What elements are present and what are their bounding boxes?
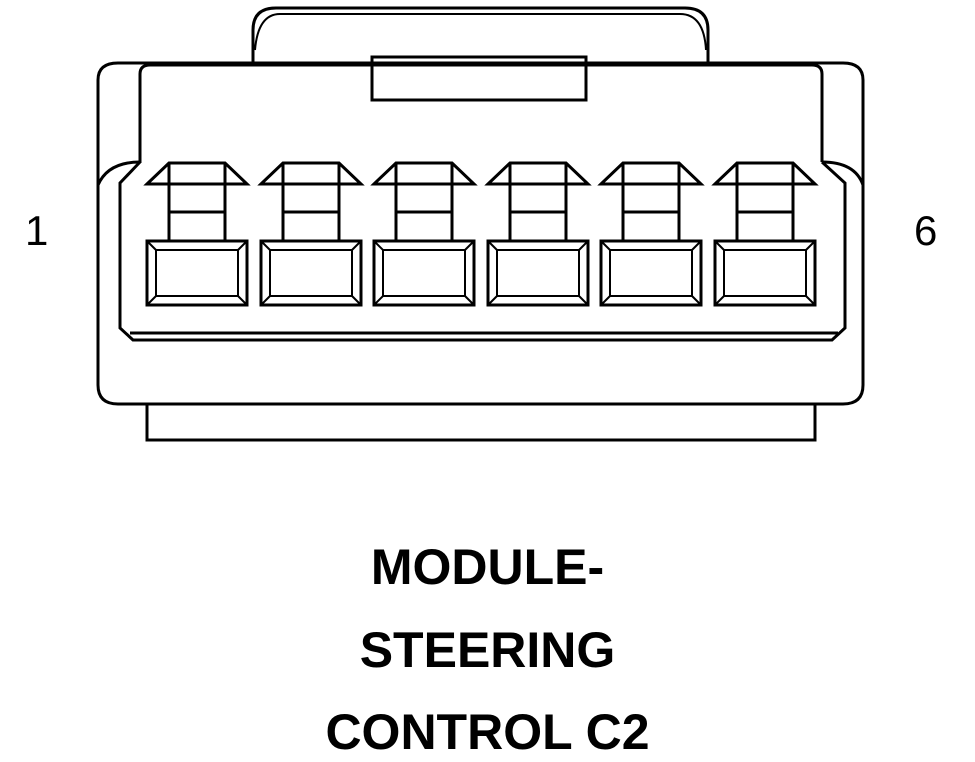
connector-title-line-3: CONTROL C2	[325, 704, 650, 760]
terminal-5	[597, 161, 705, 307]
terminal-2	[257, 161, 365, 307]
terminal-1	[143, 161, 251, 307]
connector-title-line-1: MODULE-	[370, 539, 605, 595]
pin-label-1: 1	[25, 207, 49, 254]
bottom-skirt	[145, 404, 817, 442]
terminal-3	[370, 161, 478, 307]
connector-title-line-2: STEERING	[359, 622, 616, 678]
outer-shell	[96, 61, 865, 406]
cavity-frame	[118, 160, 847, 342]
terminal-6	[711, 161, 819, 307]
pin-label-6: 6	[914, 207, 938, 254]
terminal-4	[484, 161, 592, 307]
connector-diagram	[96, 6, 865, 442]
lock-tab	[370, 55, 588, 102]
terminal-row	[143, 161, 819, 307]
top-latch	[251, 6, 710, 63]
inner-housing	[138, 63, 824, 163]
